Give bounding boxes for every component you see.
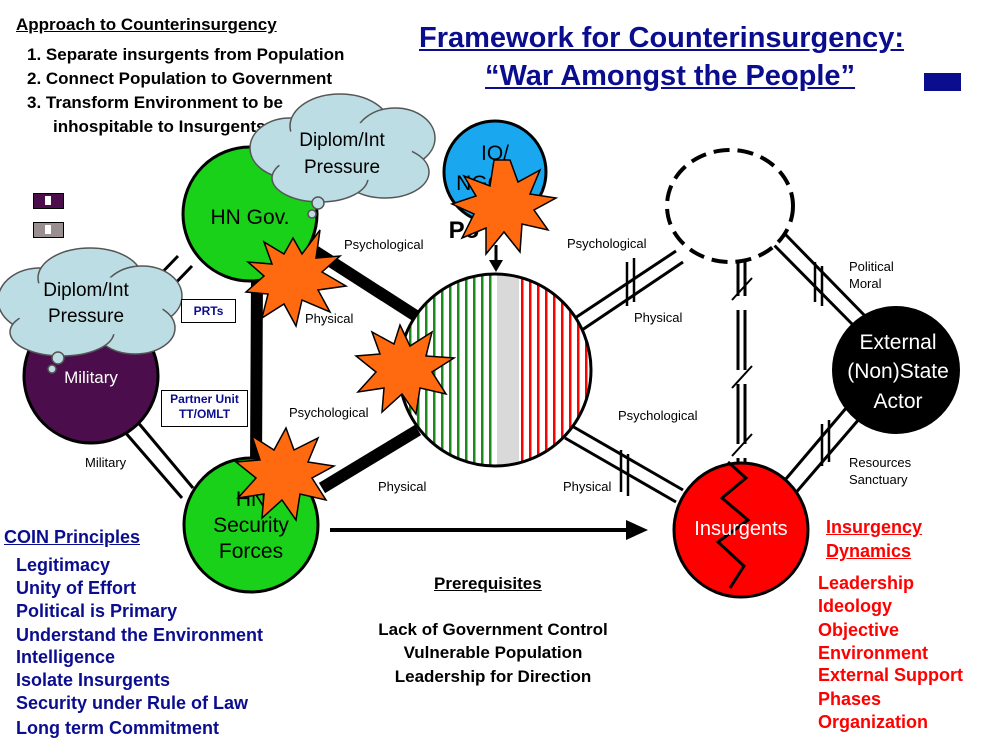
coin-item: Isolate Insurgents xyxy=(16,670,171,690)
coin-item: Political is Primary xyxy=(16,601,178,621)
hn-sf-label-2: Security xyxy=(213,514,289,537)
approach-heading: Approach to Counterinsurgency xyxy=(16,15,277,34)
edge-label-moral: Moral xyxy=(849,276,882,291)
cloud-left-line-1: Diplom/Int xyxy=(43,280,129,301)
prerequisite-item: Leadership for Direction xyxy=(394,667,592,686)
edge-label-psychological: Psychological xyxy=(567,236,647,251)
dynamics-item: Objective xyxy=(818,620,900,640)
coin-item: Understand the Environment xyxy=(16,625,264,645)
edge-label-physical: Physical xyxy=(378,479,427,494)
edge-label-political: Political xyxy=(849,259,894,274)
edge-label-resources: Resources xyxy=(849,455,912,470)
external-label-3: Actor xyxy=(873,390,922,413)
diplomatic-cloud-left xyxy=(0,247,183,374)
coin-item: Intelligence xyxy=(16,647,116,667)
insurgents-label: Insurgents xyxy=(694,518,787,540)
external-label-2: (Non)State xyxy=(847,360,949,383)
dynamics-item: External Support xyxy=(818,665,964,685)
insurgents-crack xyxy=(715,460,751,589)
dynamics-item: Organization xyxy=(818,712,929,732)
impact-bursts xyxy=(234,159,559,522)
partner-unit-box: Partner Unit TT/OMLT xyxy=(161,390,248,427)
external-actor-node xyxy=(832,306,960,434)
impact-burst-4 xyxy=(234,426,337,522)
edge-label-psychological: Psychological xyxy=(289,405,369,420)
dynamics-item: Environment xyxy=(818,643,929,663)
title-line-1: Framework for Counterinsurgency: xyxy=(419,22,905,54)
prts-box: PRTs xyxy=(181,299,236,323)
impact-burst-3 xyxy=(354,322,457,416)
insurgent-links xyxy=(564,232,871,504)
dynamics-heading-2: Dynamics xyxy=(826,541,912,561)
insurgents-node xyxy=(672,461,810,599)
prerequisite-item: Lack of Government Control xyxy=(378,620,608,639)
coin-item: Unity of Effort xyxy=(16,578,136,598)
edge-label-physical: Physical xyxy=(305,311,354,326)
edge-label-psychological: Psychological xyxy=(344,237,424,252)
approach-item-1: 1. Separate insurgents from Population xyxy=(27,45,345,64)
edge-label-physical: Physical xyxy=(634,310,683,325)
hn-gov-label: HN Gov. xyxy=(211,206,290,229)
cloud-top-line-2: Pressure xyxy=(304,157,380,178)
dynamics-item: Ideology xyxy=(818,596,893,616)
io-arrow xyxy=(489,245,503,272)
military-label: Military xyxy=(64,368,118,387)
coin-heading: COIN Principles xyxy=(4,527,141,547)
approach-item-2: 2. Connect Population to Government xyxy=(27,69,333,88)
prerequisite-item: Vulnerable Population xyxy=(403,643,583,662)
prerequisites-heading: Prerequisites xyxy=(434,574,542,593)
edge-label-physical: Physical xyxy=(563,479,612,494)
impact-burst-1 xyxy=(244,229,349,329)
dashed-link xyxy=(736,236,747,462)
dynamics-heading-1: Insurgency xyxy=(826,517,923,537)
document-icon[interactable] xyxy=(33,193,64,209)
impact-burst-2 xyxy=(449,159,559,257)
cloud-left-line-2: Pressure xyxy=(48,306,124,327)
main-arrow xyxy=(330,520,648,540)
edge-label-psychological: Psychological xyxy=(618,408,698,423)
empty-node xyxy=(665,148,795,264)
partner-unit-line-2: TT/OMLT xyxy=(178,407,231,421)
coin-item: Legitimacy xyxy=(16,555,111,575)
cloud-top-line-1: Diplom/Int xyxy=(299,130,385,151)
hn-sf-label-3: Forces xyxy=(219,540,283,563)
external-label-1: External xyxy=(859,331,936,354)
approach-item-4: inhospitable to Insurgents xyxy=(53,117,266,136)
title-marker xyxy=(924,73,961,91)
coin-item: Security under Rule of Law xyxy=(16,693,249,713)
dashed-slashes xyxy=(731,277,753,457)
dynamics-item: Phases xyxy=(818,689,882,709)
title-line-2: “War Amongst the People” xyxy=(485,60,856,92)
document-icon[interactable] xyxy=(33,222,64,238)
cut-marks xyxy=(619,258,831,496)
edge-label-military: Military xyxy=(85,455,127,470)
dynamics-item: Leadership xyxy=(818,573,915,593)
edge-label-sanctuary: Sanctuary xyxy=(849,472,908,487)
partner-unit-line-1: Partner Unit xyxy=(170,392,239,406)
diplomatic-cloud-top xyxy=(249,93,436,219)
coin-item: Long term Commitment xyxy=(16,718,220,738)
approach-item-3: 3. Transform Environment to be xyxy=(27,93,283,112)
